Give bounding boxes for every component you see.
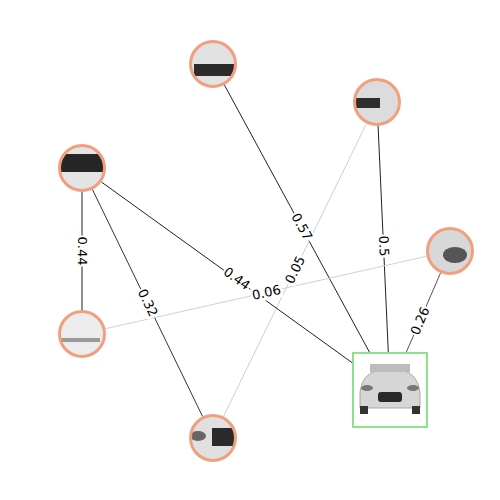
image-patch: [57, 309, 107, 359]
image-circle: [426, 227, 474, 275]
circle-border: [60, 146, 105, 191]
circle-border: [60, 312, 105, 357]
car-headlight: [361, 385, 373, 391]
car-background: [354, 354, 426, 426]
weight-edge: [92, 190, 202, 417]
car-headlight: [407, 385, 419, 391]
node-outline: [58, 144, 106, 192]
image-circle: [58, 144, 106, 192]
node-outline: [426, 227, 474, 275]
patch-background: [188, 413, 238, 463]
patch-background: [57, 143, 107, 193]
car-wheel: [412, 406, 420, 414]
edge-weight: 0.44: [75, 236, 89, 267]
car-windshield: [370, 364, 410, 372]
node-outline: [189, 40, 237, 88]
edge-weight: 0.26: [407, 304, 432, 338]
weight-edge: [224, 85, 369, 352]
node-outline: [352, 352, 428, 428]
body-detail: [60, 338, 100, 342]
node-outline: [58, 310, 106, 358]
image-circle: [353, 78, 401, 126]
edge-weight: 0.5: [376, 234, 391, 257]
image-patch: [57, 143, 107, 193]
car-body: [360, 370, 420, 408]
patch-background: [352, 77, 402, 127]
headlight-detail: [443, 247, 467, 263]
weight-edge: [406, 273, 440, 352]
weight-edge: [101, 182, 352, 363]
car-wheel: [360, 406, 368, 414]
image-circle: [189, 414, 237, 462]
node-outline: [353, 78, 401, 126]
patch-background: [188, 39, 238, 89]
edge-weight: 0.57: [288, 210, 315, 244]
weight-edge: [105, 256, 426, 328]
image-box: [352, 352, 428, 428]
circle-border: [355, 80, 400, 125]
car-grille: [378, 392, 402, 402]
circle-border: [428, 229, 473, 274]
node-outline: [189, 414, 237, 462]
edge-weight: 0.32: [134, 286, 160, 320]
grille-detail: [57, 154, 107, 172]
edge-weight: 0.05: [282, 253, 308, 287]
image-patch: [188, 39, 238, 89]
edge-weight: 0.06: [249, 282, 282, 302]
circle-border: [191, 42, 236, 87]
image-circle: [58, 310, 106, 358]
grille-detail: [356, 98, 380, 108]
circle-border: [191, 416, 236, 461]
image-patch: [188, 413, 238, 463]
image-patch: [352, 77, 402, 127]
grille-detail: [194, 64, 236, 76]
patch-background: [425, 226, 475, 276]
weight-edge: [224, 124, 367, 417]
image-patch: [425, 226, 475, 276]
image-circle: [189, 40, 237, 88]
patch-background: [57, 309, 107, 359]
car-image: [354, 354, 426, 426]
edge-weight: 0.44: [219, 264, 252, 293]
box-border: [353, 353, 427, 427]
